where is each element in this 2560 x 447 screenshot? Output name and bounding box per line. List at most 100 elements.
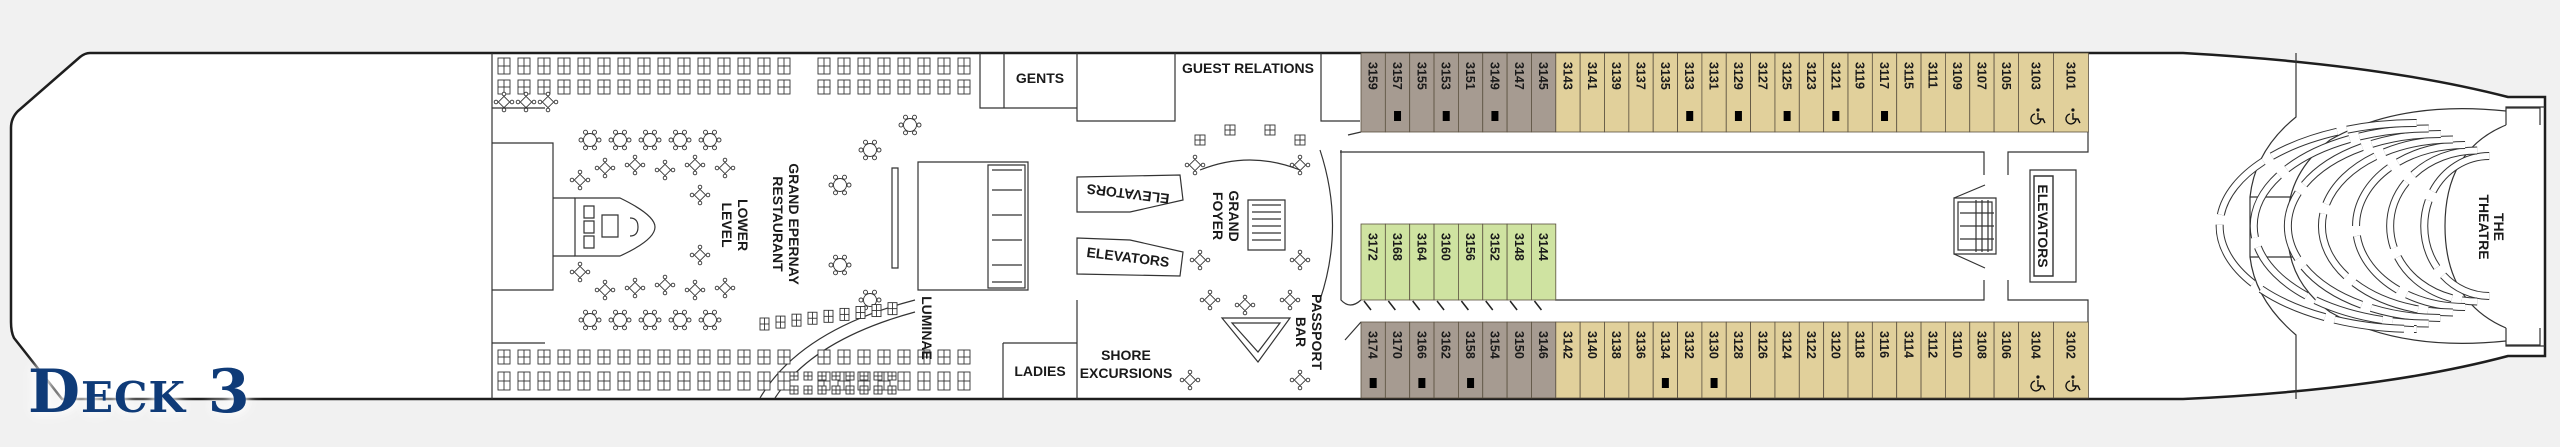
cabin-3102[interactable]: 3102 [2053, 321, 2089, 399]
cabin-cell[interactable] [1482, 223, 1508, 301]
cabin-3135[interactable]: 3135 [1652, 52, 1678, 133]
cabin-cell[interactable] [1360, 52, 1386, 133]
cabin-cell[interactable] [1969, 321, 1995, 399]
cabin-3125[interactable]: 3125 [1774, 52, 1800, 133]
cabin-3110[interactable]: 3110 [1945, 321, 1971, 399]
cabin-cell[interactable] [1506, 52, 1532, 133]
cabin-cell[interactable] [1506, 321, 1532, 399]
cabin-3131[interactable]: 3131 [1701, 52, 1727, 133]
cabin-cell[interactable] [1531, 223, 1557, 301]
cabin-cell[interactable] [1628, 321, 1654, 399]
cabin-3121[interactable]: 3121 [1823, 52, 1849, 133]
cabin-3120[interactable]: 3120 [1823, 321, 1849, 399]
cabin-cell[interactable] [1604, 321, 1630, 399]
cabin-3112[interactable]: 3112 [1920, 321, 1946, 399]
cabin-3118[interactable]: 3118 [1847, 321, 1873, 399]
cabin-cell[interactable] [1482, 321, 1508, 399]
cabin-3114[interactable]: 3114 [1896, 321, 1922, 399]
cabin-3129[interactable]: 3129 [1725, 52, 1752, 133]
cabin-cell[interactable] [2018, 52, 2054, 133]
cabin-cell[interactable] [1579, 321, 1605, 399]
cabin-3157[interactable]: 3157 [1384, 52, 1411, 133]
cabin-3151[interactable]: 3151 [1458, 52, 1484, 133]
cabin-3137[interactable]: 3137 [1628, 52, 1654, 133]
cabin-cell[interactable] [1531, 321, 1557, 399]
cabin-3103[interactable]: 3103 [2018, 52, 2054, 133]
cabin-3138[interactable]: 3138 [1604, 321, 1630, 399]
cabin-cell[interactable] [2053, 321, 2089, 399]
cabin-3117[interactable]: 3117 [1871, 52, 1898, 133]
cabin-3104[interactable]: 3104 [2018, 321, 2054, 399]
cabin-3123[interactable]: 3123 [1798, 52, 1825, 133]
cabin-cell[interactable] [1579, 52, 1605, 133]
cabin-3155[interactable]: 3155 [1409, 52, 1435, 133]
cabin-cell[interactable] [1433, 223, 1459, 301]
cabin-3101[interactable]: 3101 [2053, 52, 2089, 133]
cabin-3158[interactable]: 3158 [1458, 321, 1484, 399]
cabin-cell[interactable] [1896, 52, 1922, 133]
cabin-cell[interactable] [1604, 52, 1630, 133]
cabin-cell[interactable] [1360, 223, 1386, 301]
cabin-3115[interactable]: 3115 [1896, 52, 1922, 133]
cabin-cell[interactable] [1750, 52, 1776, 133]
cabin-3146[interactable]: 3146 [1531, 321, 1557, 399]
cabin-3172[interactable]: 3172 [1360, 223, 1386, 301]
cabin-3105[interactable]: 3105 [1993, 52, 2019, 133]
cabin-cell[interactable] [1920, 52, 1946, 133]
cabin-3170[interactable]: 3170 [1384, 321, 1411, 399]
cabin-cell[interactable] [1750, 321, 1776, 399]
cabin-cell[interactable] [1677, 321, 1703, 399]
cabin-3154[interactable]: 3154 [1482, 321, 1508, 399]
cabin-3152[interactable]: 3152 [1482, 223, 1508, 301]
cabin-cell[interactable] [1945, 52, 1971, 133]
cabin-3166[interactable]: 3166 [1409, 321, 1435, 399]
cabin-3136[interactable]: 3136 [1628, 321, 1654, 399]
cabin-cell[interactable] [1531, 52, 1557, 133]
cabin-3116[interactable]: 3116 [1871, 321, 1898, 399]
cabin-3107[interactable]: 3107 [1969, 52, 1995, 133]
cabin-3147[interactable]: 3147 [1506, 52, 1532, 133]
cabin-3160[interactable]: 3160 [1433, 223, 1459, 301]
cabin-cell[interactable] [1896, 321, 1922, 399]
cabin-3149[interactable]: 3149 [1482, 52, 1508, 133]
cabin-cell[interactable] [1555, 321, 1581, 399]
cabin-3109[interactable]: 3109 [1945, 52, 1971, 133]
cabin-3119[interactable]: 3119 [1847, 52, 1873, 133]
cabin-3134[interactable]: 3134 [1652, 321, 1678, 399]
cabin-3142[interactable]: 3142 [1555, 321, 1581, 399]
cabin-3126[interactable]: 3126 [1750, 321, 1776, 399]
cabin-3145[interactable]: 3145 [1531, 52, 1557, 133]
cabin-cell[interactable] [1409, 52, 1435, 133]
cabin-3141[interactable]: 3141 [1579, 52, 1605, 133]
cabin-cell[interactable] [2053, 52, 2089, 133]
cabin-3162[interactable]: 3162 [1433, 321, 1459, 399]
cabin-3156[interactable]: 3156 [1458, 223, 1484, 301]
cabin-3133[interactable]: 3133 [1677, 52, 1703, 133]
cabin-cell[interactable] [1823, 52, 1849, 133]
cabin-cell[interactable] [1725, 321, 1752, 399]
cabin-3106[interactable]: 3106 [1993, 321, 2019, 399]
cabin-3127[interactable]: 3127 [1750, 52, 1776, 133]
cabin-3148[interactable]: 3148 [1506, 223, 1532, 301]
cabin-3122[interactable]: 3122 [1798, 321, 1825, 399]
cabin-3130[interactable]: 3130 [1701, 321, 1727, 399]
cabin-3132[interactable]: 3132 [1677, 321, 1703, 399]
cabin-cell[interactable] [1847, 52, 1873, 133]
cabin-cell[interactable] [1652, 52, 1678, 133]
cabin-cell[interactable] [1701, 52, 1727, 133]
cabin-cell[interactable] [1969, 52, 1995, 133]
cabin-3108[interactable]: 3108 [1969, 321, 1995, 399]
cabin-cell[interactable] [1993, 321, 2019, 399]
cabin-3143[interactable]: 3143 [1555, 52, 1581, 133]
cabin-3140[interactable]: 3140 [1579, 321, 1605, 399]
cabin-3164[interactable]: 3164 [1409, 223, 1435, 301]
cabin-3153[interactable]: 3153 [1433, 52, 1459, 133]
cabin-cell[interactable] [1945, 321, 1971, 399]
cabin-cell[interactable] [1847, 321, 1873, 399]
cabin-3159[interactable]: 3159 [1360, 52, 1386, 133]
cabin-3144[interactable]: 3144 [1531, 223, 1557, 301]
cabin-3124[interactable]: 3124 [1774, 321, 1800, 399]
cabin-cell[interactable] [1798, 52, 1825, 133]
cabin-3111[interactable]: 3111 [1920, 52, 1946, 133]
cabin-cell[interactable] [1506, 223, 1532, 301]
